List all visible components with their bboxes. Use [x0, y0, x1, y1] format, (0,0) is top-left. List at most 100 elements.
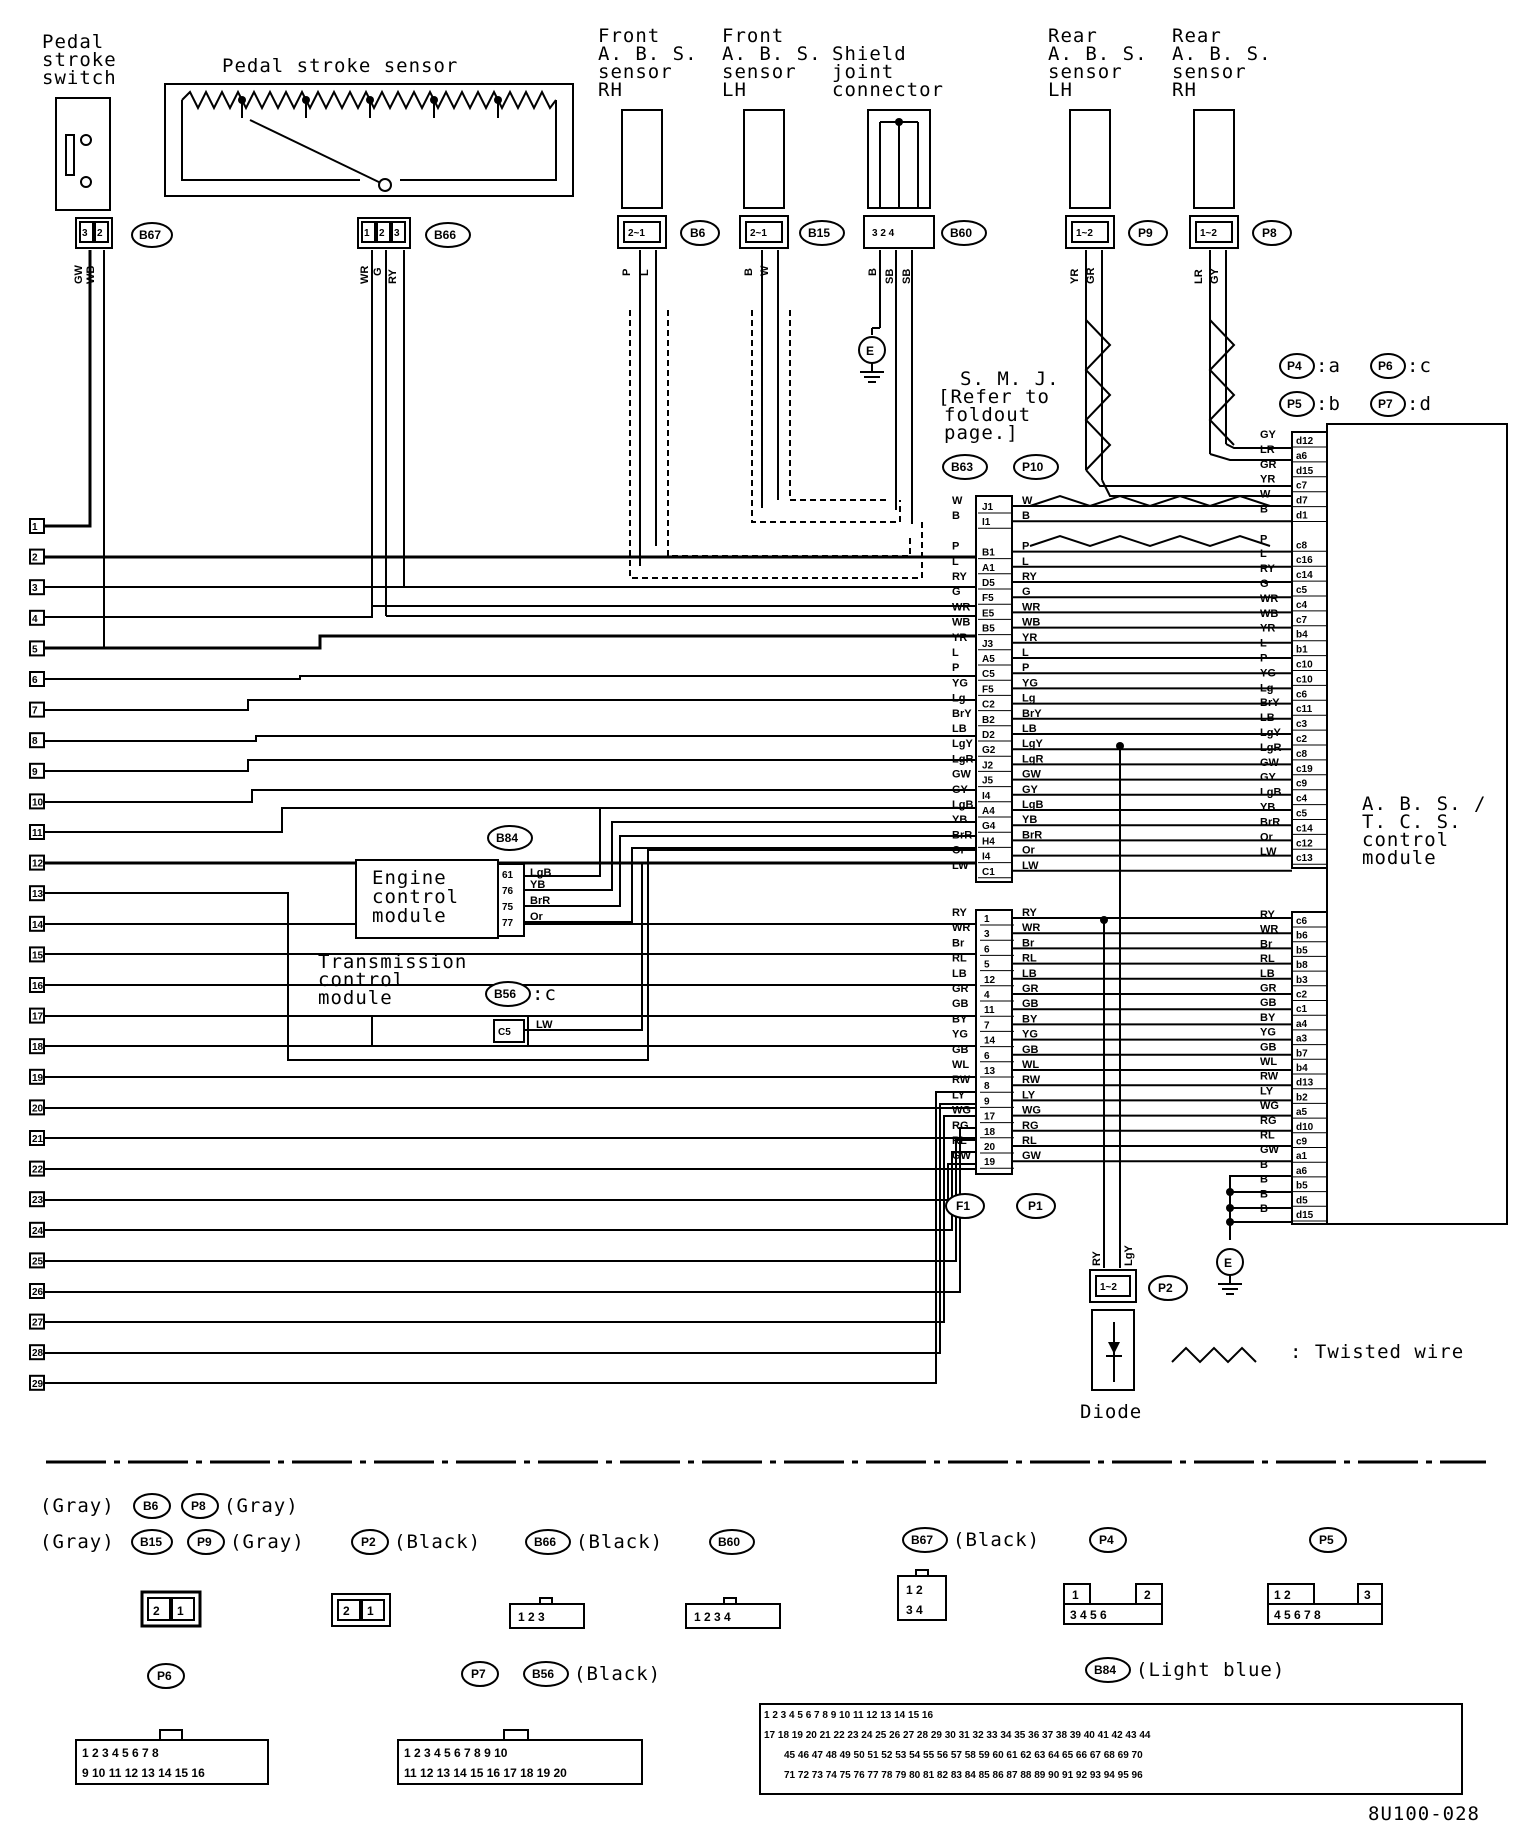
wire-color-label: Br [1022, 937, 1035, 949]
wire-color-label: RY [1022, 907, 1038, 919]
wire-color-label: LW [1260, 846, 1277, 858]
wire-color-label: GY [1260, 772, 1277, 784]
left-terminal: 5 [29, 640, 45, 657]
connector-b84-badge: B84 [487, 825, 533, 851]
pin-label: I1 [982, 517, 991, 528]
wire-color-label: WL [952, 1059, 969, 1071]
left-terminal-number: 12 [32, 859, 44, 870]
pin-label: b5 [1296, 1181, 1308, 1192]
pin-label: C2 [982, 700, 995, 711]
svg-text:B56: B56 [494, 987, 516, 1001]
wire-color-label: L [1022, 647, 1029, 659]
svg-text:77: 77 [502, 918, 514, 929]
wire-color-label: Br [1260, 938, 1273, 950]
pin-label: A5 [982, 654, 995, 665]
wire-color-label: GR [1260, 459, 1277, 471]
pin-label: c9 [1296, 1137, 1308, 1148]
wire-color-label: GY [1022, 784, 1039, 796]
left-terminal-number: 22 [32, 1165, 44, 1176]
svg-text:B84: B84 [1094, 1663, 1116, 1677]
wire-color-label: GB [1022, 998, 1039, 1010]
left-terminal: 13 [29, 885, 45, 902]
abs-lower-rows: RYc6WRb6Brb5RLb8LBb3GRc2GBc1BYa4YGa3GBb7… [1260, 909, 1326, 1222]
wire-color-label: P [1022, 662, 1029, 674]
svg-text:B: B [867, 268, 879, 276]
wire-color-label: GW [1022, 769, 1042, 781]
connector-b60-badge: B60 [941, 220, 987, 246]
svg-text:2: 2 [343, 1604, 350, 1618]
rear-sensor-twisted-wires [1029, 250, 1292, 548]
pin-label: c7 [1296, 481, 1308, 492]
wire-color-label: LgB [952, 799, 973, 811]
svg-text:P6: P6 [157, 1669, 172, 1683]
svg-text:L: L [639, 269, 651, 276]
wire-color-label: BrR [1022, 829, 1042, 841]
left-terminal: 19 [29, 1068, 45, 1085]
left-terminal: 11 [29, 824, 45, 840]
wire-color-label: YG [952, 677, 968, 689]
wire-color-label: WG [1022, 1105, 1041, 1117]
left-terminal: 20 [29, 1099, 45, 1116]
svg-text:B66: B66 [434, 228, 456, 242]
pin-label: c14 [1296, 823, 1313, 834]
connector-p8-badge: P8 [1252, 220, 1292, 246]
svg-text:P7: P7 [1378, 397, 1393, 411]
svg-text:P1: P1 [1028, 1199, 1043, 1213]
wire-color-label: WR [952, 922, 970, 934]
rear-lh-sensor: 1~2 [1065, 109, 1115, 249]
svg-text:RY: RY [387, 268, 399, 284]
shield-joint-connector: 3 2 4 [863, 109, 935, 249]
abs-upper-rows: GYd12LRa6GRd15YRc7Wd7Bd1Pc8Lc16RYc14Gc5W… [1260, 429, 1326, 865]
svg-text:: Twisted wire: : Twisted wire [1290, 1341, 1464, 1363]
wire-color-label: LB [1022, 723, 1037, 735]
pin-label: c13 [1296, 853, 1313, 864]
left-terminal-number: 7 [32, 706, 38, 717]
abs-module-body [1326, 423, 1508, 1225]
wire-color-label: RY [952, 571, 968, 583]
pin-label: a1 [1296, 1151, 1308, 1162]
left-terminal: 21 [29, 1130, 45, 1146]
pin-label: 12 [984, 975, 996, 986]
abs-upper-pin-block [1291, 431, 1328, 869]
wire-color-label: LgB [1260, 787, 1281, 799]
svg-text:1 2 3: 1 2 3 [518, 1610, 545, 1624]
svg-text:1 2 3 4 5 6 7 8: 1 2 3 4 5 6 7 8 9 10 11 12 13 14 15 16 [764, 1710, 933, 1721]
left-terminal: 28 [29, 1344, 45, 1361]
svg-text:B: B [743, 268, 755, 276]
pin-label: H4 [982, 836, 995, 847]
wire-color-label: LgR [1260, 742, 1281, 754]
left-terminal: 23 [29, 1191, 45, 1208]
pin-label: b6 [1296, 931, 1308, 942]
wire-color-label: YB [952, 814, 967, 826]
left-terminal: 27 [29, 1313, 45, 1330]
ground-symbol-abs: E [1216, 1175, 1292, 1295]
svg-text:E: E [1224, 1256, 1232, 1270]
svg-text:2~1: 2~1 [628, 228, 645, 239]
pin-label: A1 [982, 563, 995, 574]
wire-color-label: B [1260, 1188, 1268, 1200]
left-terminal-number: 19 [32, 1073, 44, 1084]
pin-label: 18 [984, 1127, 996, 1138]
left-terminal: 17 [29, 1007, 45, 1024]
svg-text:9 10 11 12 13 14 15 16: 9 10 11 12 13 14 15 16 [82, 1766, 205, 1780]
pin-label: b4 [1296, 630, 1308, 641]
pin-label: a3 [1296, 1034, 1308, 1045]
wire-color-label: WL [1260, 1056, 1277, 1068]
pin-label: c6 [1296, 689, 1308, 700]
pin-label: c4 [1296, 600, 1308, 611]
svg-text:P6: P6 [1378, 359, 1393, 373]
left-terminal: 1 [29, 518, 45, 534]
svg-text:1 2: 1 2 [906, 1583, 923, 1597]
